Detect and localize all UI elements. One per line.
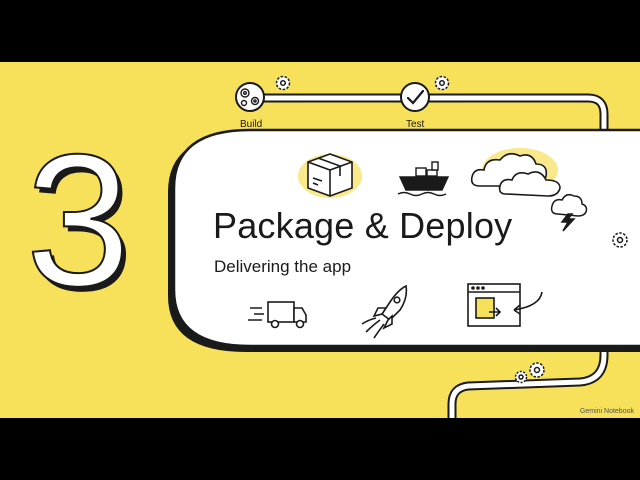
lightning-cloud-icon [550,193,588,232]
gear-icon [514,370,528,384]
slide-subtitle: Delivering the app [214,257,352,276]
svg-text:3: 3 [26,115,131,325]
delivery-truck-icon [248,301,307,329]
step-number: 3 [30,120,135,330]
package-box-icon [298,153,362,198]
gear-icon [612,232,628,248]
rocket-icon [361,284,408,339]
pipeline-track [253,93,609,418]
test-node [400,82,430,112]
test-label: Test [406,119,425,130]
build-node [235,82,265,112]
gear-icon [275,75,291,91]
slide-artwork: 3 3 [25,75,640,418]
clouds-icon [470,148,561,197]
gear-icon [434,75,450,91]
gears-icon [240,88,260,107]
slide-title: Package & Deploy [213,205,513,246]
browser-deploy-icon [467,283,543,327]
cargo-ship-icon [397,161,450,197]
checkmark-icon [406,89,425,105]
watermark: Gemini Notebook [579,408,634,415]
slide: 3 3 [0,62,640,418]
build-label: Build [240,119,263,130]
gear-icon [529,362,545,378]
